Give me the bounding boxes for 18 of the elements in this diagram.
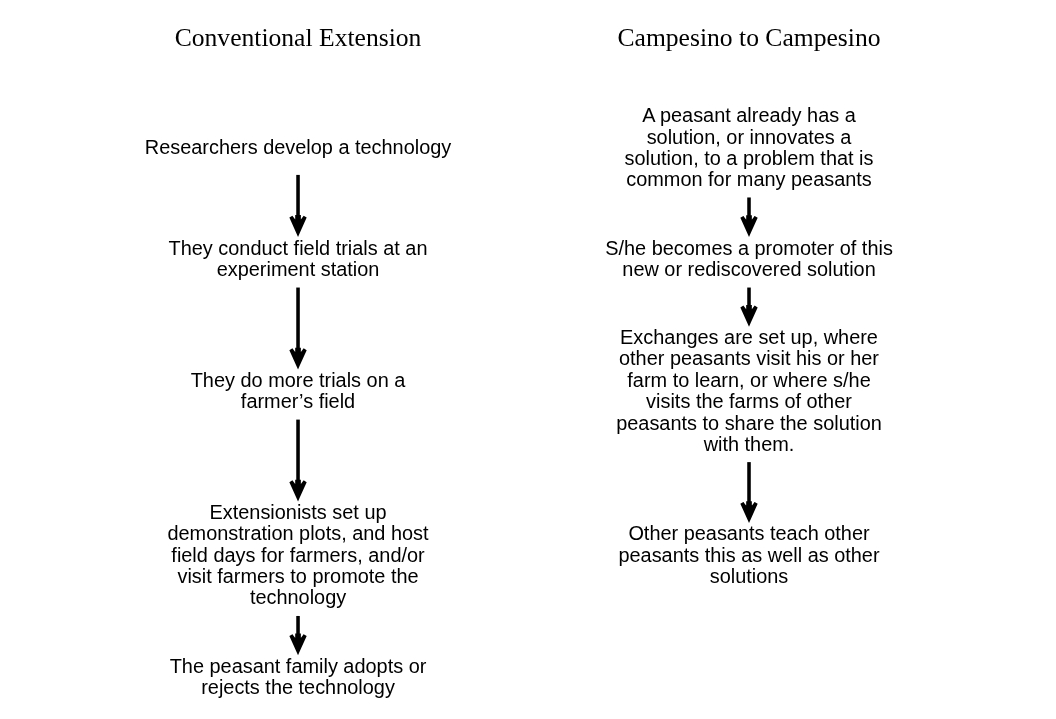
arrow bbox=[288, 419, 307, 499]
node-text: They do more trials on a farmer’s field bbox=[190, 368, 405, 413]
node-text: Exchanges are set up, where other peasants visit his or her farm to learn, or where s/he visits the farms of other peasants to share the solution with them. bbox=[615, 326, 882, 455]
arrow bbox=[739, 462, 758, 521]
arrow bbox=[288, 287, 307, 367]
node-text: Extensionists set up demonstration plots, and host field days for farmers, and/or visit farmers to promote the technology bbox=[166, 501, 429, 609]
arrow bbox=[288, 615, 307, 653]
node-text: S/he becomes a promoter of this new or rediscovered solution bbox=[604, 236, 893, 280]
node-text: Researchers develop a technology bbox=[144, 136, 451, 159]
arrow bbox=[739, 197, 758, 235]
arrow bbox=[288, 174, 307, 235]
node-text: Other peasants teach other peasants this as well as other solutions bbox=[617, 522, 880, 588]
node-text: The peasant family adopts or rejects the technology bbox=[169, 654, 426, 699]
node-text: They conduct field trials at an experiment station bbox=[168, 236, 427, 280]
arrow bbox=[739, 287, 758, 325]
node-text: A peasant already has a solution, or innovates a solution, to a problem that is common for many peasants bbox=[624, 104, 873, 191]
label: Conventional Extension bbox=[174, 22, 421, 52]
label: Campesino to Campesino bbox=[617, 22, 881, 52]
